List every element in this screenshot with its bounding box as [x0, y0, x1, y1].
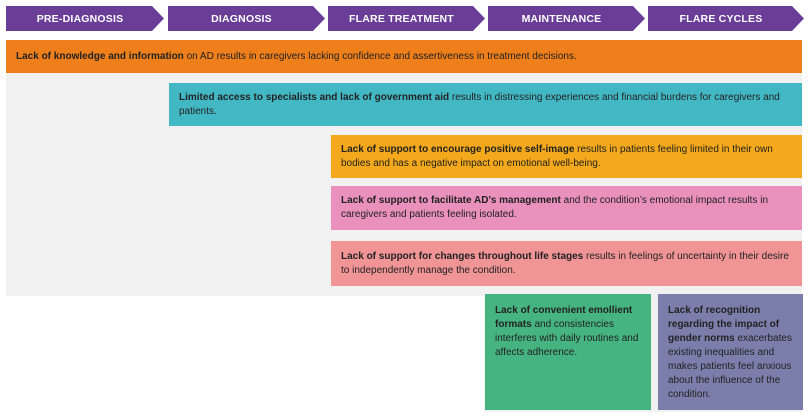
- stage-arrow-shape: [168, 6, 325, 31]
- stage-pre-diagnosis: PRE-DIAGNOSIS: [6, 6, 164, 31]
- barrier-text: Limited access to specialists and lack o…: [179, 91, 792, 119]
- barrier-bold: Lack of support to facilitate AD’s manag…: [341, 195, 561, 206]
- barrier-text: Lack of support to encourage positive se…: [341, 143, 792, 171]
- barrier-knowledge: Lack of knowledge and information on AD …: [6, 40, 802, 73]
- barrier-text: Lack of support for changes throughout l…: [341, 250, 792, 278]
- stage-label: PRE-DIAGNOSIS: [36, 12, 124, 25]
- barrier-text: Lack of recognition regarding the impact…: [668, 304, 793, 402]
- barrier-bold: Lack of support for changes throughout l…: [341, 250, 584, 262]
- stage-maintenance: MAINTENANCE: [488, 6, 645, 31]
- stage-label: FLARE CYCLES: [679, 12, 763, 25]
- barrier-rest: exacerbates existing inequalities and ma…: [668, 333, 792, 400]
- barrier-bold: Lack of support to encourage positive se…: [341, 143, 575, 155]
- stage-arrow-shape: [488, 6, 645, 31]
- barrier-self-image: Lack of support to encourage positive se…: [331, 135, 802, 178]
- barrier-bold: Lack of convenient emollient formats: [495, 305, 633, 330]
- barrier-rest: on AD results in caregivers lacking conf…: [183, 50, 577, 62]
- stage-flare-cycles: FLARE CYCLES: [648, 6, 804, 31]
- barrier-bold: Lack of recognition regarding the impact…: [668, 305, 780, 344]
- barrier-bold: Lack of knowledge and information: [16, 50, 184, 62]
- barrier-life-stages: Lack of support for changes throughout l…: [331, 241, 802, 286]
- stage-flare-treatment: FLARE TREATMENT: [328, 6, 485, 31]
- stage-label: MAINTENANCE: [521, 12, 602, 25]
- barrier-rest: results in patients feeling limited in t…: [341, 143, 773, 169]
- barrier-rest: results in distressing experiences and f…: [179, 91, 780, 117]
- stage-arrow-shape: [648, 6, 804, 31]
- stage-diagnosis: DIAGNOSIS: [168, 6, 325, 31]
- barrier-text: Lack of convenient emollient formats and…: [495, 304, 641, 360]
- barrier-emollient: Lack of convenient emollient formats and…: [485, 294, 651, 410]
- barrier-text: Lack of knowledge and information on AD …: [16, 50, 577, 64]
- barrier-text: Lack of support to facilitate AD’s manag…: [341, 194, 792, 222]
- barrier-access: Limited access to specialists and lack o…: [169, 83, 802, 126]
- stage-label: DIAGNOSIS: [211, 12, 272, 25]
- stage-arrow-shape: [328, 6, 485, 31]
- barrier-gender-norms: Lack of recognition regarding the impact…: [658, 294, 803, 410]
- barrier-management: Lack of support to facilitate AD’s manag…: [331, 186, 802, 230]
- barrier-rest: results in feelings of uncertainty in th…: [341, 250, 789, 276]
- barrier-rest: and consistencies interferes with daily …: [495, 319, 639, 358]
- barrier-rest: and the condition’s emotional impact res…: [341, 195, 769, 220]
- stage-arrow-shape: [6, 6, 164, 31]
- barrier-bold: Limited access to specialists and lack o…: [179, 91, 450, 103]
- stage-label: FLARE TREATMENT: [349, 12, 454, 25]
